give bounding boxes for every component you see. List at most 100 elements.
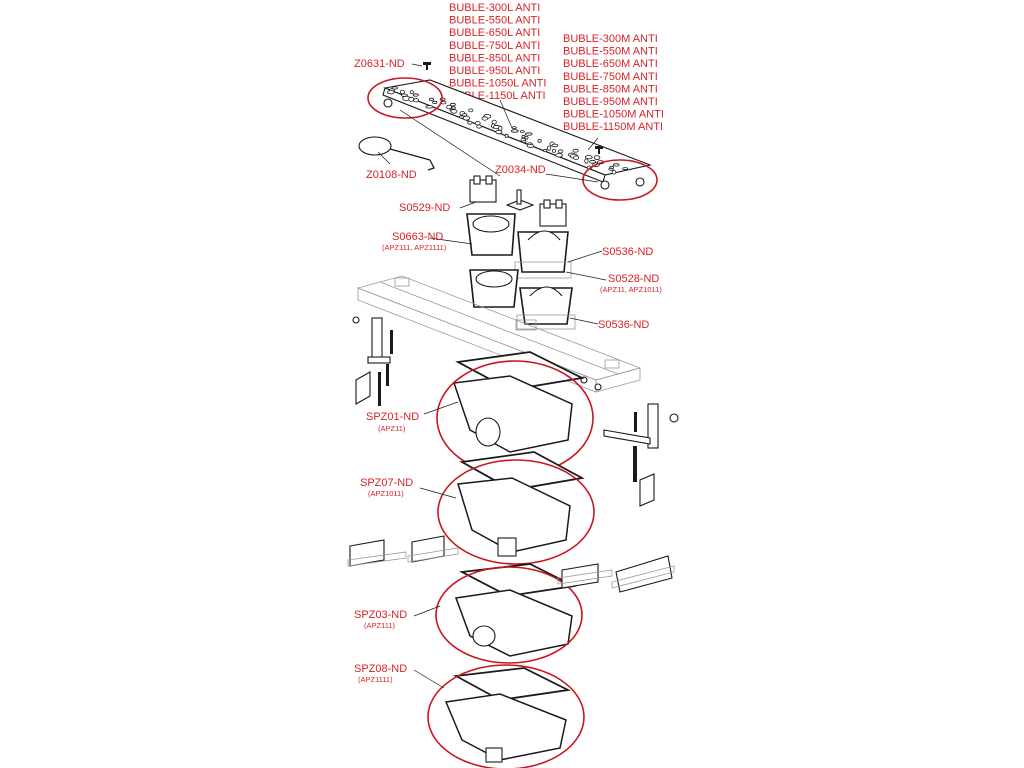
leader-lines	[377, 63, 607, 689]
trap-spz07-highlight	[437, 459, 595, 565]
grating-hole	[589, 159, 596, 164]
grating-hole	[524, 136, 529, 140]
label-z0108: Z0108-ND	[366, 169, 417, 181]
odour-trap-insert	[516, 286, 576, 330]
label-spz07: SPZ07-ND	[360, 477, 413, 489]
grating-hole	[593, 155, 601, 161]
mounting-leg	[580, 376, 679, 449]
grating-model-label: BUBLE-300L ANTI	[449, 2, 540, 14]
label-s0536-lower: S0536-ND	[598, 319, 649, 331]
mounting-leg	[355, 364, 389, 406]
grating-hole	[524, 132, 533, 136]
grating-model-label: BUBLE-1050L ANTI	[449, 78, 546, 90]
label-s0529: S0529-ND	[399, 202, 450, 214]
filter-clip	[469, 175, 497, 203]
grating-hole	[425, 105, 434, 109]
grating-hole	[608, 167, 614, 171]
grating-hole	[546, 145, 552, 151]
grating-model-label: BUBLE-550M ANTI	[563, 46, 658, 58]
label-z0034: Z0034-ND	[495, 164, 546, 176]
grating-hole	[412, 93, 419, 97]
trap-body-spz07	[457, 451, 585, 557]
grating-model-label: BUBLE-750L ANTI	[449, 40, 540, 52]
grating-hole	[446, 104, 452, 110]
label-s0528: S0528-ND	[608, 273, 659, 285]
grating-hole	[519, 130, 525, 133]
grating-hole	[551, 143, 559, 148]
trap-spz03-highlight	[435, 566, 583, 664]
label-spz01: SPZ01-ND	[366, 411, 419, 423]
label-s0663-models: (APZ111, APZ1111)	[382, 243, 447, 252]
drain-grating	[382, 79, 652, 190]
grating-model-label: BUBLE-550L ANTI	[449, 15, 540, 27]
grating-hole	[468, 108, 474, 113]
grating-hole	[555, 152, 563, 158]
label-s0536-upper: S0536-ND	[602, 246, 653, 258]
label-spz03: SPZ03-ND	[354, 609, 407, 621]
odour-trap-insert	[469, 269, 519, 308]
grating-model-label: BUBLE-1050M ANTI	[563, 109, 664, 121]
grating-hole	[467, 121, 473, 125]
grating-hole	[552, 148, 557, 153]
grating-hole	[611, 170, 617, 175]
grating-hole	[409, 90, 414, 95]
grating-hole	[386, 90, 395, 95]
label-s0663: S0663-ND	[392, 231, 443, 243]
grating-hole	[449, 102, 456, 107]
trap-body-spz03	[454, 563, 577, 657]
grating-model-label: BUBLE-650L ANTI	[449, 27, 540, 39]
label-spz01-models: (APZ11)	[378, 424, 406, 433]
grating-hole	[584, 158, 589, 164]
filter-clip	[539, 199, 567, 227]
adjustment-bracket	[611, 555, 675, 593]
grating-model-label: BUBLE-300M ANTI	[563, 33, 658, 45]
trap-body-spz08	[444, 667, 571, 763]
grating-model-label: BUBLE-850M ANTI	[563, 83, 658, 95]
grating-end-highlight-left	[367, 77, 443, 119]
grating-hole	[450, 109, 458, 114]
grating-hole	[526, 143, 535, 148]
grating-model-label: BUBLE-1150M ANTI	[563, 121, 663, 133]
odour-trap-insert	[514, 230, 572, 279]
grating-hole	[612, 163, 620, 167]
small-screw-plate	[505, 189, 535, 211]
odour-trap-insert	[466, 213, 516, 256]
grating-hole	[498, 125, 503, 131]
mounting-leg	[633, 446, 655, 507]
grating-hole	[476, 124, 482, 129]
trap-body-spz01	[452, 351, 585, 453]
adjustment-bracket	[407, 535, 459, 563]
grating-hole	[572, 148, 579, 153]
screw-icon	[423, 62, 431, 70]
trap-spz08-highlight	[427, 664, 585, 768]
adjustment-bracket	[557, 563, 613, 589]
label-spz08-models: (APZ1111)	[358, 675, 393, 684]
grating-hole	[432, 100, 438, 105]
screw-icon	[595, 146, 603, 154]
grating-hole	[622, 167, 629, 171]
label-z0631: Z0631-ND	[354, 58, 405, 70]
grating-hole	[584, 155, 593, 160]
grating-hole	[408, 96, 415, 102]
grating-hole	[413, 98, 419, 103]
label-s0528-models: (APZ11, APZ1011)	[600, 285, 662, 294]
grating-model-label: BUBLE-950M ANTI	[563, 96, 658, 108]
mounting-leg	[352, 316, 393, 364]
grating-hole	[510, 129, 519, 133]
grating-hole	[511, 126, 517, 129]
grating-model-label: BUBLE-650M ANTI	[563, 58, 658, 70]
label-spz08: SPZ08-ND	[354, 663, 407, 675]
label-spz07-models: (APZ1011)	[368, 489, 404, 498]
lifting-hook	[358, 136, 435, 171]
grating-hole	[543, 148, 548, 153]
grating-model-label: BUBLE-850L ANTI	[449, 52, 540, 64]
grating-model-label: BUBLE-950L ANTI	[449, 65, 540, 77]
grating-hole	[462, 115, 470, 121]
grating-hole	[537, 138, 542, 143]
grating-hole	[399, 89, 405, 95]
grating-hole	[428, 97, 434, 102]
grating-hole	[481, 116, 489, 121]
